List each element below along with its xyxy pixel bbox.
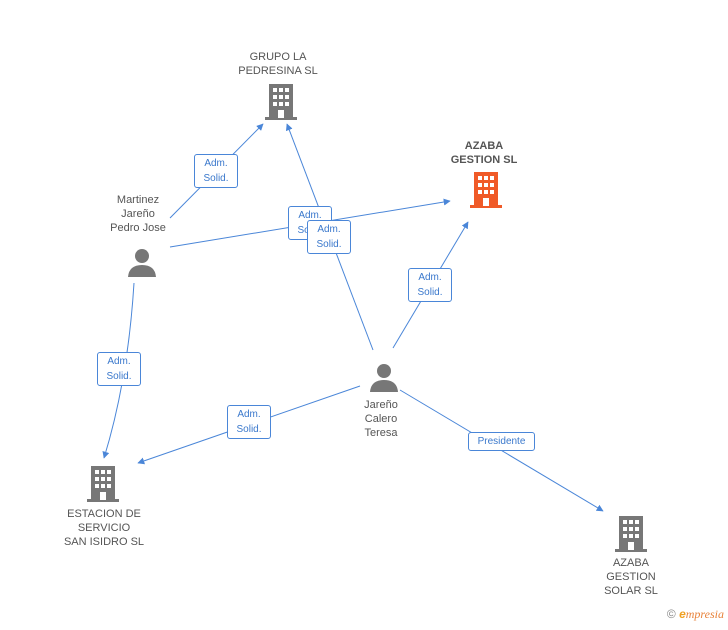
building-icon[interactable] <box>265 84 297 120</box>
node-label-line: GESTION <box>606 571 656 583</box>
node-label-line: Teresa <box>364 427 398 439</box>
node-label-line: Jareño <box>121 208 155 220</box>
node-label-line: GESTION SL <box>450 154 518 166</box>
edge-label-adm-solid[interactable]: Adm. Solid. <box>194 154 238 188</box>
edge-label-line: Adm. <box>418 272 442 283</box>
brand-logo-e: e <box>679 607 686 621</box>
node-label-line: PEDRESINA SL <box>238 65 318 77</box>
node-label-line: Jareño <box>364 399 398 411</box>
node-label-martinez: Martinez Jareño Pedro Jose <box>93 193 183 235</box>
node-label-grupo: GRUPO LA PEDRESINA SL <box>228 50 328 78</box>
building-icon-focus[interactable] <box>470 172 502 208</box>
node-label-line: SAN ISIDRO SL <box>63 536 145 548</box>
edge-label-adm-solid[interactable]: Adm. Solid. <box>307 220 351 254</box>
person-icon[interactable] <box>369 362 399 392</box>
edge-label-line: Solid. <box>236 424 262 435</box>
person-icon[interactable] <box>127 247 157 277</box>
node-label-line: AZABA <box>612 557 650 569</box>
edge-label-presidente[interactable]: Presidente <box>468 432 535 451</box>
node-label-line: Pedro Jose <box>110 222 166 234</box>
building-icon[interactable] <box>87 466 119 502</box>
edge-label-line: Adm. <box>317 224 341 235</box>
node-label-line: Martinez <box>116 194 160 206</box>
node-label-line: Calero <box>364 413 398 425</box>
edge-label-adm-solid[interactable]: Adm. Solid. <box>408 268 452 302</box>
edge-label-line: Presidente <box>477 436 526 447</box>
edge-label-line: Adm. <box>204 158 228 169</box>
node-label-jareno: Jareño Calero Teresa <box>336 398 426 440</box>
node-label-line: GRUPO LA <box>249 51 307 63</box>
node-label-line: ESTACION DE <box>67 508 141 520</box>
edge-label-line: Adm. <box>107 356 131 367</box>
node-label-line: AZABA <box>464 140 504 152</box>
edge-label-adm-solid[interactable]: Adm. Solid. <box>227 405 271 439</box>
edge-label-adm-solid[interactable]: Adm. Solid. <box>97 352 141 386</box>
edge-label-line: Adm. <box>298 210 322 221</box>
node-label-line: SERVICIO <box>77 522 131 534</box>
brand-name: mpresia <box>685 607 724 621</box>
edge-label-line: Solid. <box>106 371 132 382</box>
footer-brand: © empresia <box>667 607 724 622</box>
node-label-azaba: AZABA GESTION SL <box>434 139 534 167</box>
node-label-estacion: ESTACION DE SERVICIO SAN ISIDRO SL <box>44 507 164 549</box>
edge-label-line: Adm. <box>237 409 261 420</box>
copyright-icon: © <box>666 607 676 621</box>
node-label-solar: AZABA GESTION SOLAR SL <box>586 556 676 598</box>
edge-label-line: Solid. <box>417 287 443 298</box>
edge-label-line: Solid. <box>203 173 229 184</box>
node-label-line: SOLAR SL <box>604 585 658 597</box>
edge-label-line: Solid. <box>316 239 342 250</box>
building-icon[interactable] <box>615 516 647 552</box>
